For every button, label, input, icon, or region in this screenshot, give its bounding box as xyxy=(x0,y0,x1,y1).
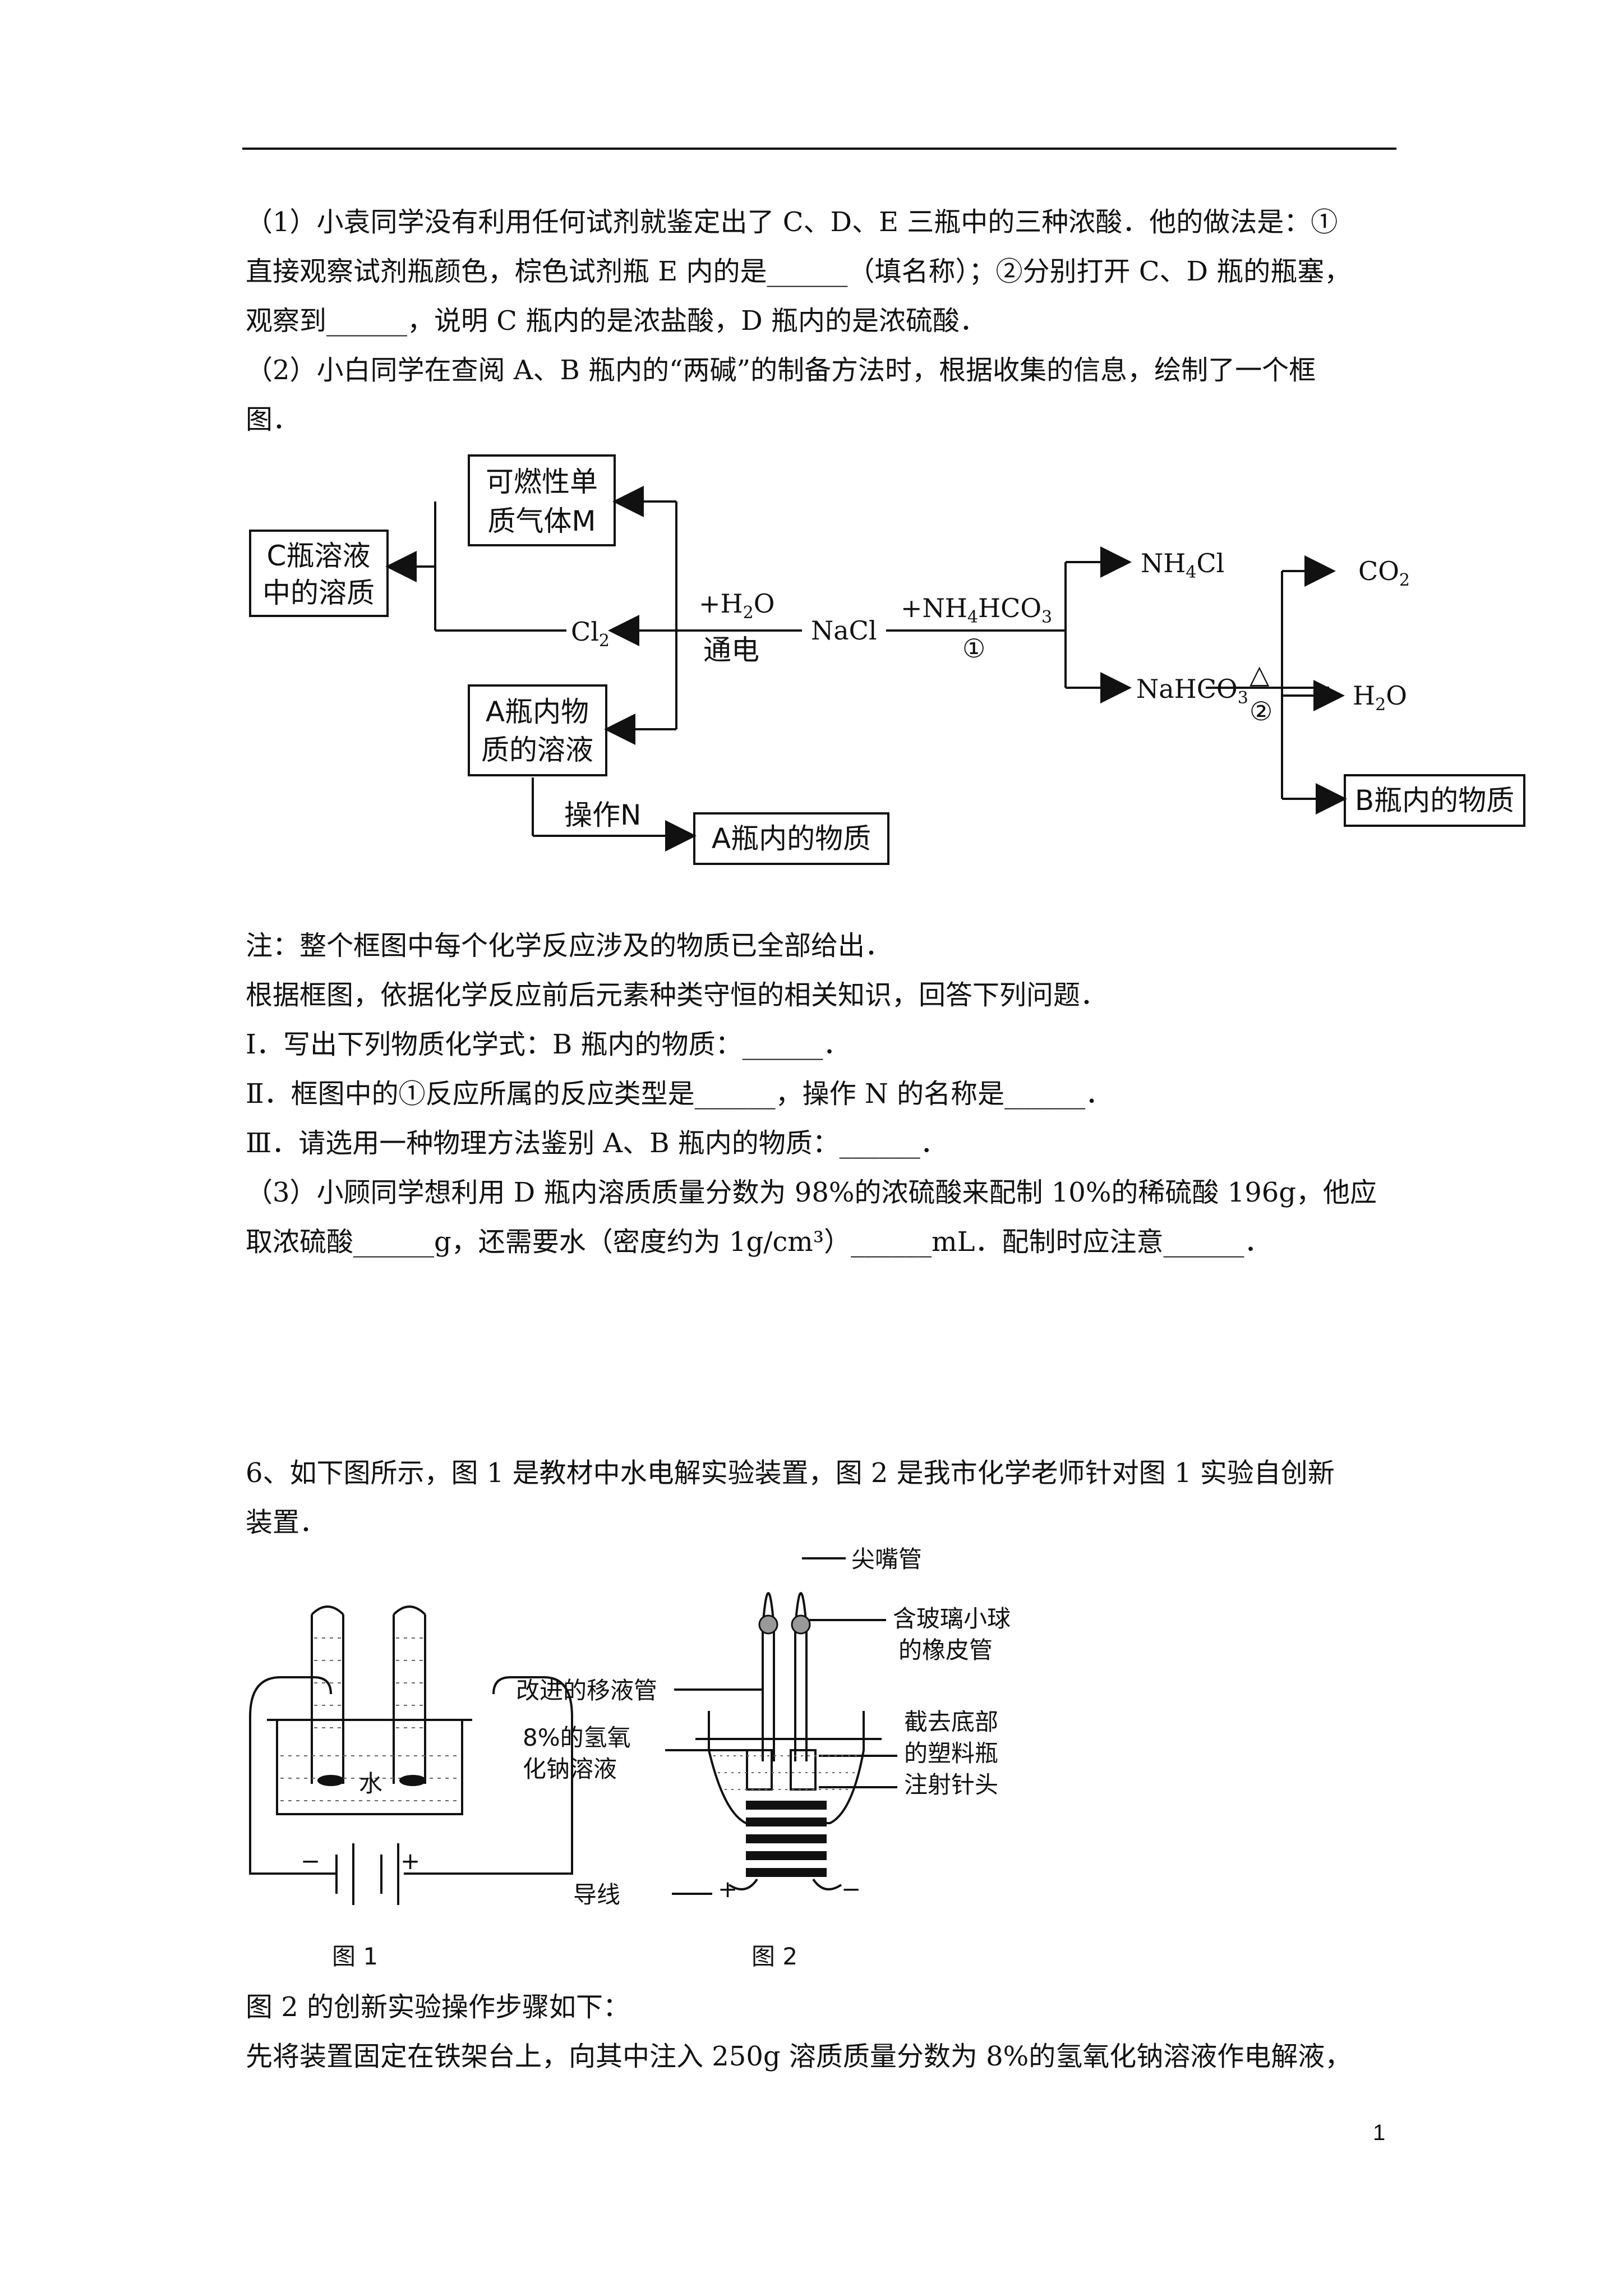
nacl-label: NaCl xyxy=(811,615,877,646)
fig2-glass-ball-right xyxy=(791,1614,811,1635)
fig2-coil xyxy=(746,1801,827,1877)
q3-line1: （3）小顾同学想利用 D 瓶内溶质质量分数为 98%的浓硫酸来配制 10%的稀硫… xyxy=(246,1177,1377,1208)
q1-line1: （1）小袁同学没有利用任何试剂就鉴定出了 C、D、E 三瓶中的三种浓酸．他的做法… xyxy=(246,206,1338,238)
box-a-final-text: A瓶内的物质 xyxy=(712,822,871,855)
label-naoh-2: 化钠溶液 xyxy=(523,1755,617,1783)
fig1-tube-left xyxy=(311,1605,344,1784)
box-a-text-2: 质的溶液 xyxy=(481,734,593,766)
q1-line2: 直接观察试剂瓶颜色，棕色试剂瓶 E 内的是______（填名称）；②分别打开 C… xyxy=(246,256,1352,287)
nh4hco3-label: +NH4HCO3 xyxy=(901,593,1052,627)
box-b-text: B瓶内的物质 xyxy=(1355,784,1514,817)
h2o-reagent-label: +H2O xyxy=(699,588,774,623)
label-needle: 注射针头 xyxy=(904,1771,998,1798)
label-naoh-1: 8%的氢氧 xyxy=(523,1724,631,1751)
reaction2-marker: ② xyxy=(1249,696,1272,726)
fig2-glass-ball-left xyxy=(758,1614,778,1635)
tail-line2: 先将装置固定在铁架台上，向其中注入 250g 溶质质量分数为 8%的氢氧化钠溶液… xyxy=(246,2041,1352,2072)
header-rule xyxy=(242,148,1396,150)
fig1-minus-label: − xyxy=(301,1847,320,1875)
label-rubber-tube-2: 的橡皮管 xyxy=(898,1636,993,1664)
fig1-wire-left xyxy=(249,1676,332,1717)
box-a-text-1: A瓶内物 xyxy=(486,696,589,728)
fig1-trough xyxy=(276,1719,463,1815)
q6-line1: 6、如下图所示，图 1 是教材中水电解实验装置，图 2 是我市化学老师针对图 1… xyxy=(246,1457,1335,1489)
subq-i: Ⅰ．写出下列物质化学式：B 瓶内的物质：______． xyxy=(246,1029,850,1060)
fig2-wire-plus: + xyxy=(718,1875,737,1903)
nh4cl-label: NH4Cl xyxy=(1141,548,1224,582)
label-rubber-tube-1: 含玻璃小球 xyxy=(893,1605,1011,1632)
subq-ii: Ⅱ．框图中的①反应所属的反应类型是______，操作 N 的名称是______． xyxy=(246,1078,1113,1110)
label-tip-tube: 尖嘴管 xyxy=(851,1545,922,1573)
reaction1-marker: ① xyxy=(962,633,985,664)
fig2-wire-left xyxy=(728,1878,758,1890)
label-bottle-1: 截去底部 xyxy=(904,1708,998,1736)
box-c-text-1: C瓶溶液 xyxy=(267,540,371,572)
apparatus-figures: 水 − + 图 1 + − 尖嘴管 含玻璃小球 的橡皮管 改进的移液管 xyxy=(249,1545,1011,1970)
fig2-caption: 图 2 xyxy=(751,1943,797,1970)
box-c-text-2: 中的溶质 xyxy=(262,577,375,609)
q3-line2: 取浓硫酸______g，还需要水（密度约为 1g/cm³）______mL．配制… xyxy=(246,1226,1271,1258)
box-m-text-2: 质气体M xyxy=(487,505,596,537)
page-number: 1 xyxy=(1373,2120,1386,2145)
q2-line2: 图． xyxy=(246,404,300,435)
label-pipette: 改进的移液管 xyxy=(516,1677,657,1704)
fig2-wire-right xyxy=(812,1878,842,1890)
q1-line3: 观察到______，说明 C 瓶内的是浓盐酸，D 瓶内的是浓硫酸． xyxy=(246,305,986,337)
fig1-caption: 图 1 xyxy=(332,1943,378,1970)
subq-iii: Ⅲ．请选用一种物理方法鉴别 A、B 瓶内的物质：______． xyxy=(246,1128,947,1159)
fig1-tube-right xyxy=(393,1605,426,1784)
nahco3-label: NaHCO3 xyxy=(1136,674,1248,708)
fig1-wire-right xyxy=(404,1676,573,1875)
fig1-electrode-left xyxy=(317,1775,344,1786)
box-m-text-1: 可燃性单 xyxy=(486,466,598,498)
tail-line1: 图 2 的创新实验操作步骤如下： xyxy=(246,1991,630,2023)
fig1-water-label: 水 xyxy=(359,1770,382,1797)
fig2-wire-minus: − xyxy=(841,1875,861,1903)
co2-label: CO2 xyxy=(1358,556,1410,590)
heat-marker: △ xyxy=(1249,659,1270,689)
q2-line1: （2）小白同学在查阅 A、B 瓶内的“两碱”的制备方法时，根据收集的信息，绘制了… xyxy=(246,355,1316,386)
basis-line: 根据框图，依据化学反应前后元素种类守恒的相关知识，回答下列问题． xyxy=(246,979,1108,1011)
operation-n-label: 操作N xyxy=(564,799,641,831)
fig1-electrode-right xyxy=(399,1775,426,1786)
label-bottle-2: 的塑料瓶 xyxy=(904,1740,998,1767)
fig1-plus-label: + xyxy=(400,1847,420,1875)
note-line: 注：整个框图中每个化学反应涉及的物质已全部给出． xyxy=(246,930,892,961)
label-wire: 导线 xyxy=(573,1881,620,1908)
flow-diagram: 可燃性单 质气体M C瓶溶液 中的溶质 A瓶内物 质的溶液 A瓶内的物质 B瓶内… xyxy=(249,454,1525,865)
q6-line2: 装置． xyxy=(246,1507,327,1538)
h2o-product-label: H2O xyxy=(1353,680,1407,715)
electrolysis-label: 通电 xyxy=(703,634,759,666)
cl2-label: Cl2 xyxy=(571,616,610,651)
